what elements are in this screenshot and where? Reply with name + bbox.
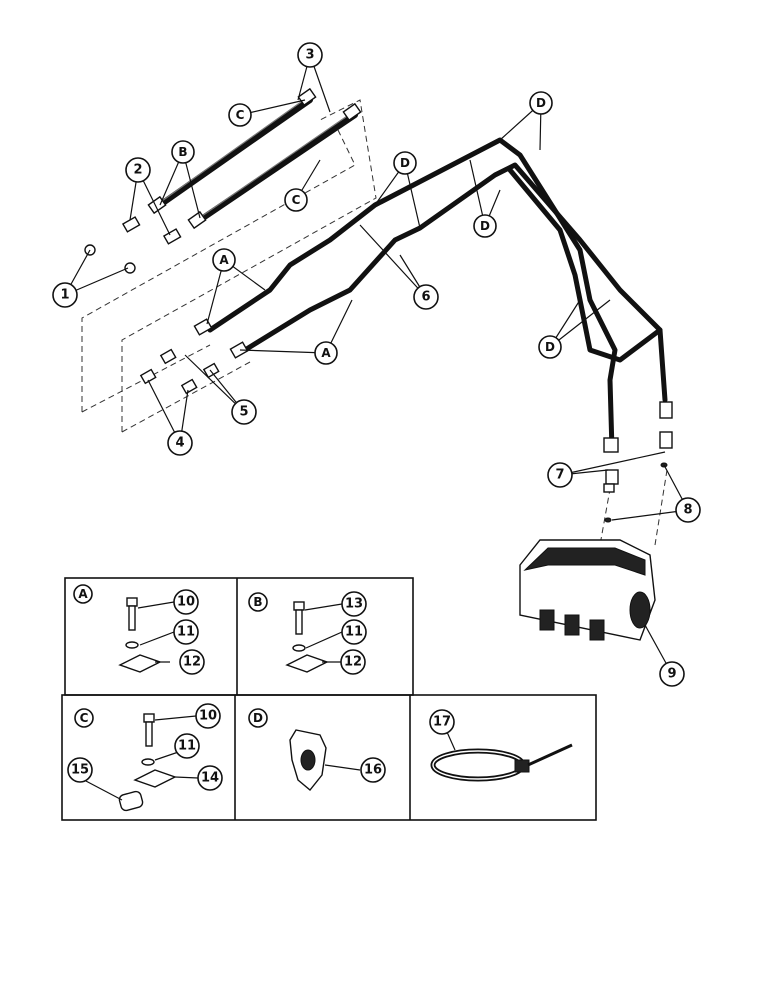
svg-text:10: 10 (177, 595, 195, 610)
panel-d-letter: D (248, 708, 268, 728)
svg-text:D: D (545, 340, 555, 354)
svg-text:11: 11 (345, 625, 363, 640)
panel-d: D 16 (248, 708, 386, 791)
svg-text:17: 17 (433, 715, 451, 730)
svg-text:4: 4 (175, 436, 184, 451)
svg-text:2: 2 (133, 163, 142, 178)
svg-text:5: 5 (239, 405, 248, 420)
callout-6: 6 (413, 284, 439, 310)
callout-2: 2 (125, 157, 151, 183)
svg-text:D: D (480, 219, 490, 233)
callout-letter-c-top: C (228, 103, 252, 127)
svg-text:10: 10 (199, 709, 217, 724)
svg-text:12: 12 (344, 655, 362, 670)
svg-text:12: 12 (183, 655, 201, 670)
svg-text:6: 6 (421, 290, 430, 305)
panel-e-callout-17: 17 (429, 709, 455, 735)
callout-letter-a-bottom: A (314, 341, 338, 365)
svg-text:11: 11 (178, 739, 196, 754)
callout-1: 1 (52, 282, 78, 308)
svg-text:7: 7 (555, 468, 564, 483)
svg-text:A: A (321, 346, 331, 360)
callout-letter-c-mid: C (284, 188, 308, 212)
svg-text:C: C (80, 711, 89, 725)
fittings-item-7-8 (603, 401, 673, 523)
svg-text:11: 11 (177, 625, 195, 640)
svg-text:B: B (253, 595, 262, 609)
panel-c-letter: C (74, 708, 94, 728)
short-hose-lower (187, 102, 362, 230)
panel-a-callout-11: 11 (173, 619, 199, 645)
svg-text:D: D (253, 711, 263, 725)
panel-a: A 10 11 12 (73, 584, 205, 675)
callout-letter-d-mid: D (393, 151, 417, 175)
svg-text:14: 14 (201, 771, 219, 786)
callout-3: 3 (297, 42, 323, 68)
panel-c-callout-10: 10 (195, 703, 221, 729)
callout-9: 9 (659, 661, 685, 687)
svg-text:A: A (78, 587, 88, 601)
detail-panels (61, 577, 597, 821)
fittings-item-4-5 (139, 318, 249, 395)
svg-text:D: D (536, 96, 546, 110)
callout-7: 7 (547, 462, 573, 488)
control-valve-item-9 (519, 539, 656, 641)
panel-a-callout-12: 12 (179, 649, 205, 675)
short-hose-upper (147, 87, 317, 215)
callout-8: 8 (675, 497, 701, 523)
svg-text:8: 8 (683, 503, 692, 518)
callout-5: 5 (231, 399, 257, 425)
panel-b-letter: B (248, 592, 268, 612)
svg-text:3: 3 (305, 48, 314, 63)
panel-c: C 10 11 14 15 (67, 703, 223, 812)
long-tubes-item-6 (207, 137, 668, 453)
callout-letter-b: B (171, 140, 195, 164)
svg-text:D: D (400, 156, 410, 170)
svg-text:1: 1 (60, 288, 69, 303)
svg-text:16: 16 (364, 763, 382, 778)
fittings-item-1-2 (84, 216, 182, 274)
assembly-guide-lines (81, 99, 668, 546)
svg-text:9: 9 (667, 667, 676, 682)
panel-b-callout-11: 11 (341, 619, 367, 645)
callout-letter-a-top: A (212, 248, 236, 272)
panel-a-letter: A (73, 584, 93, 604)
svg-text:A: A (219, 253, 229, 267)
callout-letter-d-top: D (529, 91, 553, 115)
svg-text:13: 13 (345, 597, 363, 612)
svg-text:C: C (292, 193, 301, 207)
callout-letter-d-right1: D (473, 214, 497, 238)
callout-4: 4 (167, 430, 193, 456)
svg-text:B: B (178, 145, 187, 159)
panel-b: B 13 11 12 (248, 591, 367, 675)
panel-c-callout-14: 14 (197, 765, 223, 791)
panel-e-cable-tie: 17 (429, 709, 573, 782)
svg-text:C: C (236, 108, 245, 122)
panel-c-callout-15: 15 (67, 757, 93, 783)
svg-text:15: 15 (71, 763, 89, 778)
panel-c-callout-11: 11 (174, 733, 200, 759)
panel-b-callout-12: 12 (340, 649, 366, 675)
panel-d-callout-16: 16 (360, 757, 386, 783)
callout-letter-d-right2: D (538, 335, 562, 359)
panel-b-callout-13: 13 (341, 591, 367, 617)
panel-a-callout-10: 10 (173, 589, 199, 615)
